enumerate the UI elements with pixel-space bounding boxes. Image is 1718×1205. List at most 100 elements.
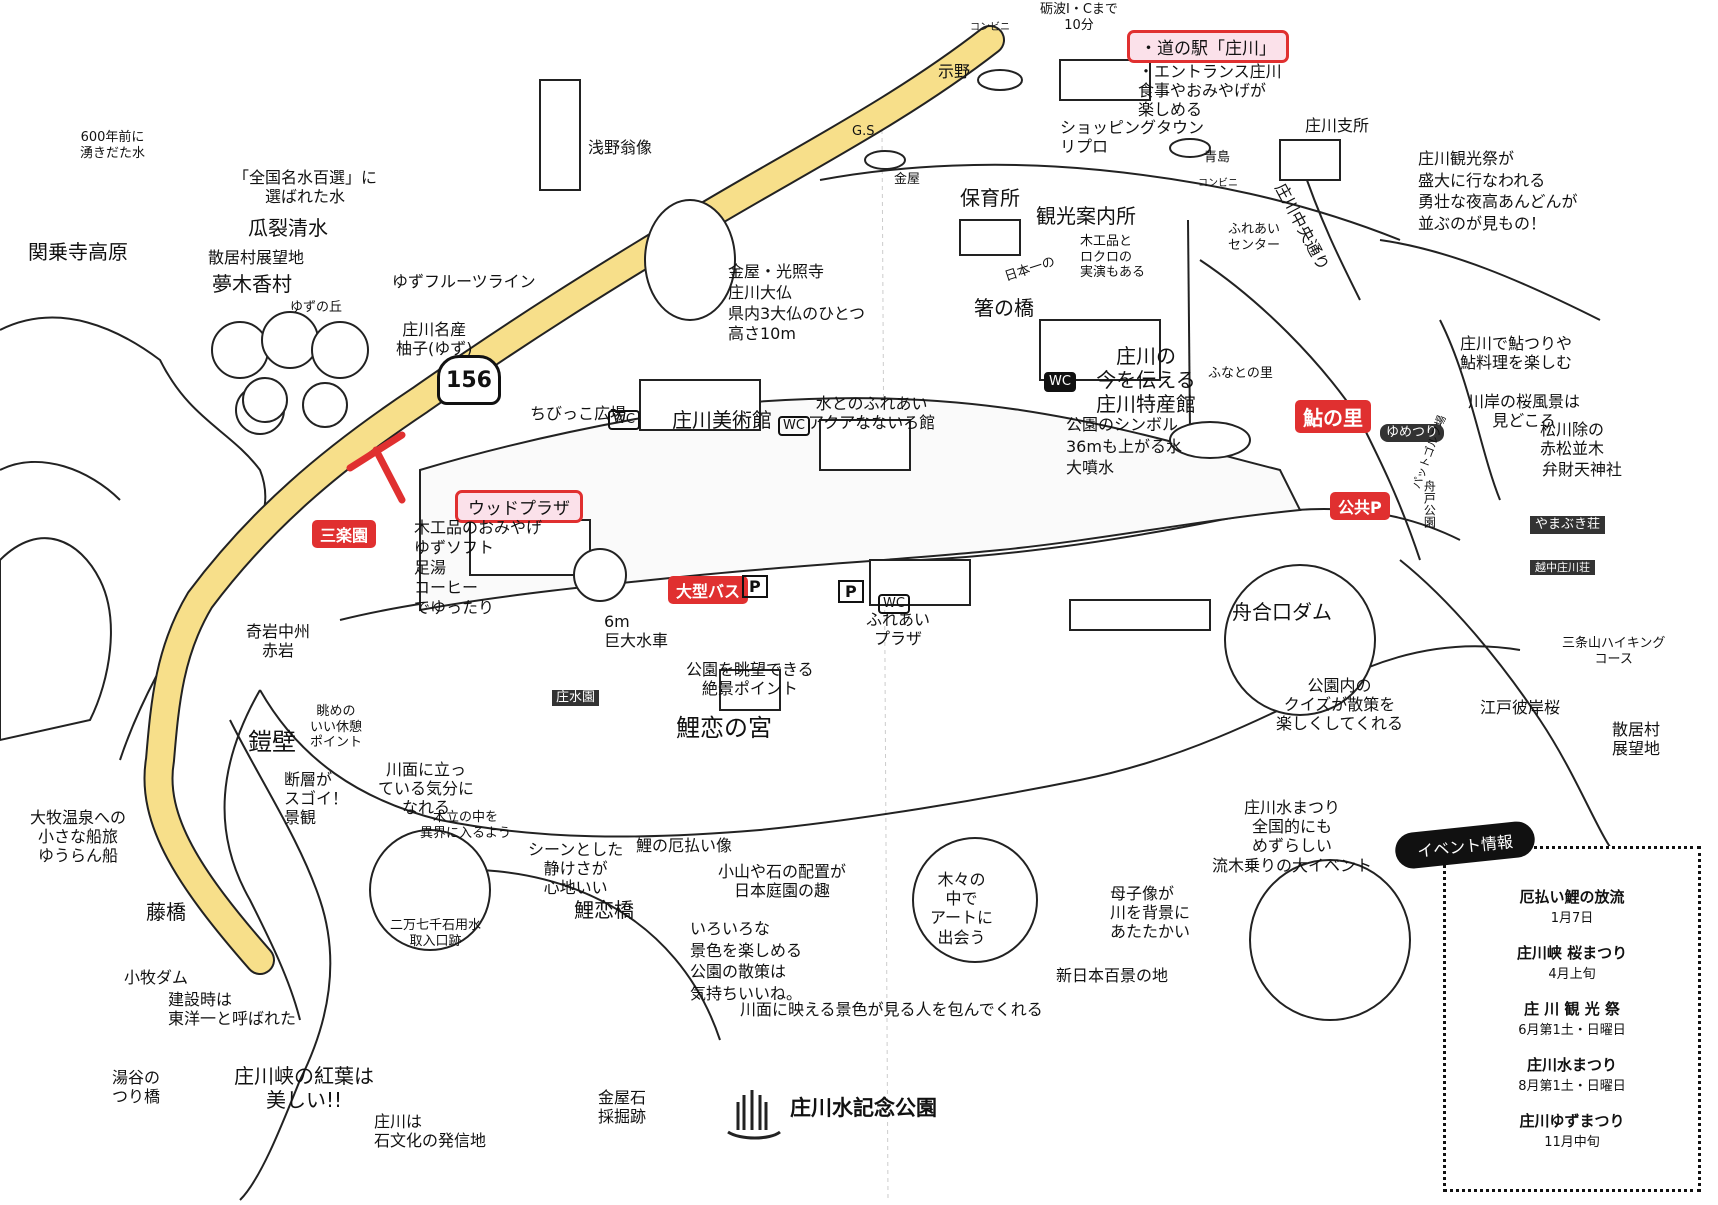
- tenbo-point-label: 公園を眺望できる 絶景ポイント: [686, 660, 814, 699]
- toyo-note: 建設時は 東洋一と呼ばれた: [168, 990, 297, 1029]
- uryu-shimizu-label: 瓜裂清水: [248, 216, 328, 240]
- quiz-bubble: [1224, 564, 1376, 716]
- funago-dam-label: 舟合口ダム: [1232, 600, 1332, 624]
- fold-line: [881, 129, 889, 1201]
- shimeno-label: 示野: [938, 62, 971, 81]
- ryokan-label: 越中庄川荘: [1530, 560, 1595, 576]
- torii: [719, 669, 781, 711]
- konbini-right-label: コンビニ: [1198, 178, 1238, 189]
- big-bus-label[interactable]: 大型バス: [668, 576, 749, 604]
- ayu-no-sato-label[interactable]: 鮎の里: [1295, 400, 1371, 433]
- rishin-no-miya-label: 鯉恋の宮: [676, 714, 772, 742]
- water-wheel: [573, 548, 627, 602]
- event-item: 庄川水まつり 8月第1土・日曜日: [1443, 1054, 1701, 1094]
- shokawa-shisho-label: 庄川支所: [1305, 116, 1370, 135]
- komaki-dam-label: 小牧ダム: [124, 968, 189, 987]
- sakura-note: 川岸の桜風景は 見どころ: [1468, 392, 1581, 431]
- wc-icon: WC: [778, 416, 810, 436]
- funado-park-label: 舟戸公園: [1422, 480, 1437, 528]
- event-name: 庄 川 観 光 祭: [1524, 1000, 1620, 1018]
- yoroi-kabe-label: 鎧壁: [248, 728, 296, 756]
- tonami-ic-label: 砺波I・Cまで 10分: [1040, 2, 1118, 33]
- koyama-note: 小山や石の配置が 日本庭園の趣: [718, 862, 847, 901]
- event-item: 厄払い鯉の放流 1月7日: [1443, 886, 1701, 926]
- asano-statue-label: 浅野翁像: [588, 138, 653, 157]
- wc-icon: WC: [1044, 372, 1076, 392]
- shin-shizuka-label: シーンとした 静けさが 心地いい: [528, 840, 624, 898]
- kodachi-label: 木立の中を 異界に入るよう: [420, 810, 512, 841]
- sanjoyama-label: 三条山ハイキング コース: [1562, 636, 1666, 667]
- ohmaki-onsen-label: 大牧温泉への 小さな船旅 ゆうらん船: [30, 808, 127, 866]
- aoshima-label: 青島: [1204, 150, 1231, 165]
- park-logo: 庄川水記念公園: [722, 1092, 937, 1122]
- road-far-right: [1379, 239, 1601, 501]
- fureai-plaza-label: ふれあい プラザ: [866, 610, 931, 649]
- wood-plaza-label[interactable]: ウッドプラザ: [455, 490, 583, 523]
- koi-statue-label: 鯉の厄払い像: [636, 836, 733, 855]
- yutani-label: 湯谷の つり橋: [112, 1068, 161, 1107]
- iroiro-label: いろいろな 景色を楽しめる 公園の散策は 気持ちいいね。: [690, 919, 803, 1003]
- event-date: 11月中旬: [1544, 1135, 1600, 1150]
- roundabout-gs: [864, 150, 906, 170]
- kawamo-keshiki-label: 川面に映える景色が見る人を包んでくれる: [740, 1000, 1043, 1019]
- kanrakuji-label: 関乗寺高原: [28, 240, 128, 264]
- quiz-note: 公園内の クイズが散策を 楽しくしてくれる: [1276, 676, 1404, 734]
- dam-structure: [1069, 599, 1211, 631]
- aqua-building: [819, 419, 911, 471]
- koyo-note: 庄川峡の紅葉は 美しい!!: [234, 1064, 374, 1112]
- sanrakuen-marker: [346, 431, 406, 504]
- roundabout-shimeno: [977, 69, 1023, 91]
- shopping-town-label: ショッピングタウン リプロ: [1060, 118, 1205, 157]
- route-156-road-fill: [145, 27, 1003, 973]
- kankosai-note: 庄川観光祭が 盛大に行なわれる 勇壮な夜高あんどんが 並ぶのが見もの！: [1418, 149, 1578, 233]
- shisho-building: [1279, 139, 1341, 181]
- fureai-center-label: ふれあい センター: [1228, 222, 1281, 253]
- roundabout-aoshima: [1169, 138, 1211, 158]
- nimanshichi-bubble: [369, 829, 491, 951]
- ki-art-label: 木々の 中で アートに 出会う: [930, 870, 994, 947]
- kanaya-label: 金屋: [894, 172, 921, 187]
- fountain-basin: [1169, 421, 1251, 459]
- event-item: 庄川峡 桜まつり 4月上旬: [1443, 942, 1701, 982]
- 600years-label: 600年前に 湧きだた水: [80, 130, 146, 161]
- ayu-note: 庄川で鮎つりや 鮎料理を楽しむ: [1460, 334, 1573, 373]
- yuzu-face: [302, 382, 348, 428]
- edohigan-label: 江戸彼岸桜: [1480, 698, 1561, 717]
- yuzu-tree: [211, 321, 269, 379]
- rishin-bashi-label: 鯉恋橋: [574, 898, 634, 922]
- nimanshichi-label: 二万七千石用水 取入口跡: [390, 918, 482, 949]
- park-name: 庄川水記念公園: [790, 1096, 937, 1120]
- event-name: 庄川ゆずまつり: [1519, 1112, 1625, 1130]
- matsukawa-label: 松川除の 赤松並木: [1540, 420, 1605, 459]
- kyukei-point-label: 眺めの いい休憩 ポイント: [310, 704, 363, 751]
- wc-icon: WC: [608, 410, 640, 430]
- yuzu-tree: [311, 321, 369, 379]
- mountain-left: [0, 537, 112, 742]
- event-info-box: [1443, 846, 1701, 1192]
- event-date: 4月上旬: [1548, 967, 1596, 982]
- symbol-fountain-label: 公園のシンボル 36mも上がる水 大噴水: [1066, 415, 1182, 478]
- gs-label: G.S: [852, 124, 875, 139]
- benzaiten-label: 弁財天神社: [1542, 460, 1623, 479]
- bijutsukan-label: 庄川美術館: [672, 408, 772, 432]
- asano-statue: [539, 79, 581, 191]
- event-item: 庄川ゆずまつり 11月中旬: [1443, 1110, 1701, 1150]
- tokusankan-label: 庄川の 今を伝える 庄川特産館: [1096, 344, 1196, 416]
- yumeki-kason-label: 夢木香村: [212, 272, 292, 296]
- event-name: 庄川水まつり: [1526, 1056, 1617, 1074]
- fountain-jet: [1187, 219, 1191, 431]
- michi-no-eki-label[interactable]: ・道の駅「庄川」: [1127, 30, 1289, 63]
- sanrakuen-label[interactable]: 三楽園: [312, 520, 377, 548]
- event-item: 庄 川 観 光 祭 6月第1土・日曜日: [1443, 998, 1701, 1038]
- river-bend: [223, 689, 301, 1021]
- fureai-plaza-building: [869, 559, 971, 606]
- meisui-note: 「全国名水百選」に 選ばれた水: [233, 168, 378, 207]
- onsen-bubble: [1249, 859, 1411, 1021]
- kanaya-ishi-label: 金屋石 採掘跡: [598, 1088, 647, 1127]
- koukyo-p-label[interactable]: 公共P: [1330, 492, 1390, 520]
- konbini-top-label: コンビニ: [970, 22, 1010, 33]
- aqua-nairo-label: 水とのふれあい アクアなないろ館: [808, 394, 936, 433]
- route-156-sign: 156: [437, 355, 501, 405]
- fujihashi-label: 藤橋: [146, 900, 186, 924]
